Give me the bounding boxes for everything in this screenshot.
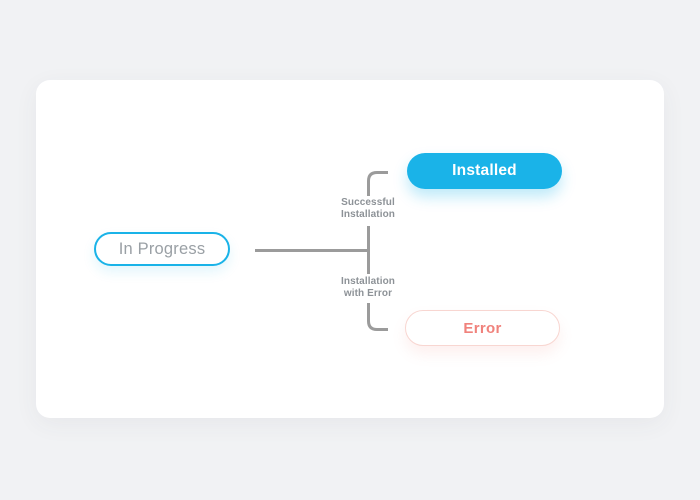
edge-label-installation-with-error-line1: Installation [341,276,395,287]
node-installed: Installed [407,153,562,189]
node-installed-label: Installed [452,162,517,179]
edge-label-installation-with-error-line2: with Error [343,287,393,299]
node-in-progress-label: In Progress [118,239,206,258]
node-error: Error [405,310,560,346]
edge-label-successful-installation-line1: Successful [341,197,395,208]
node-error-label: Error [463,319,502,337]
edge-label-successful-installation-line2: Installation [341,208,395,220]
node-in-progress: In Progress [94,232,230,266]
edge-label-installation-with-error: Installation with Error [303,276,433,299]
edge-label-successful-installation: Successful Installation [303,197,433,220]
